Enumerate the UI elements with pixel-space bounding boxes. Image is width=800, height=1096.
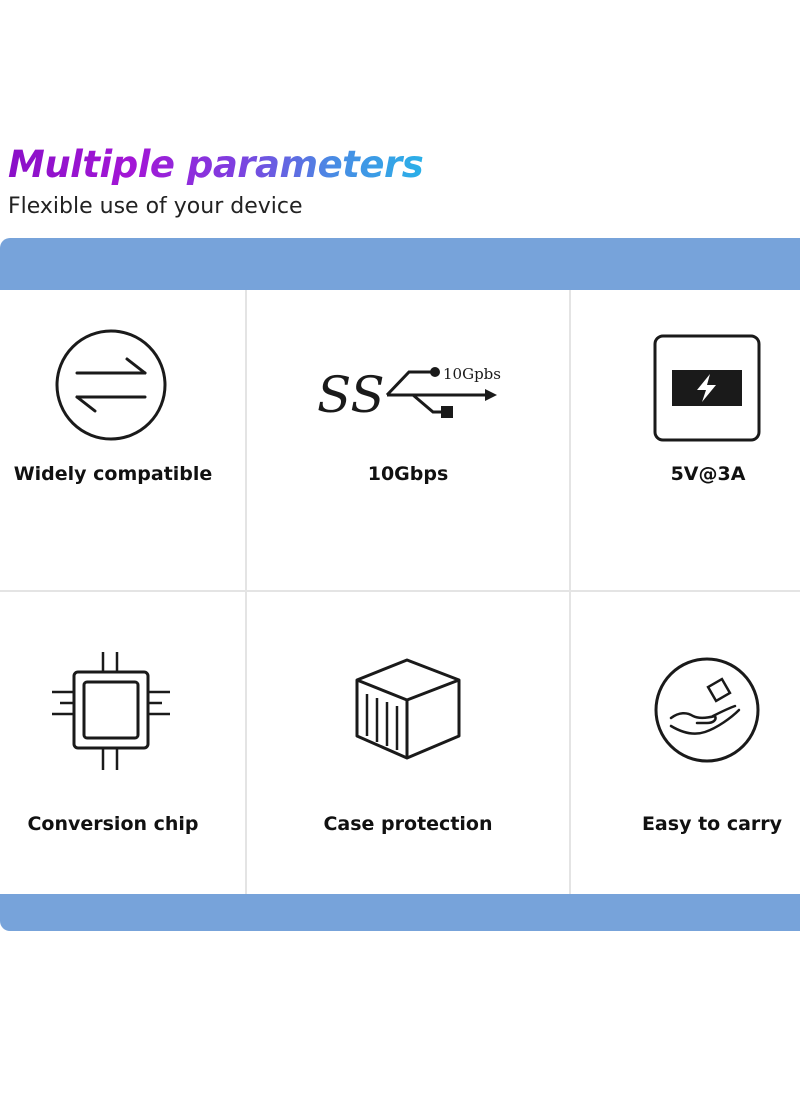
feature-label: 10Gbps	[367, 463, 449, 485]
usb-superspeed-icon: SS 10Gpbs	[317, 365, 501, 424]
feature-cell-conversion-chip: Conversion chip	[0, 592, 226, 894]
fast-charge-icon	[653, 334, 761, 442]
container-case-icon	[355, 658, 461, 760]
feature-cell-easy-to-carry: Easy to carry	[571, 592, 800, 894]
hand-holding-icon	[654, 657, 760, 763]
grid-divider-horizontal	[0, 590, 800, 592]
feature-cell-5v3a: 5V@3A	[571, 290, 800, 590]
bottom-band	[0, 894, 800, 931]
page-title: Multiple parameters	[8, 140, 424, 190]
superspeed-logo-text: SS	[317, 366, 385, 424]
speed-icon-text: 10Gpbs	[443, 365, 501, 383]
feature-label: 5V@3A	[670, 463, 746, 485]
page-subtitle: Flexible use of your device	[8, 194, 303, 219]
feature-cell-10gbps: SS 10Gpbs 10Gbps	[247, 290, 569, 590]
grid-divider-vertical	[245, 290, 247, 894]
features-grid: Widely compatible SS 10Gpbs 10Gbps 5V@3A	[0, 290, 800, 894]
feature-label: Case protection	[323, 813, 493, 835]
chip-icon	[52, 652, 170, 770]
swap-arrows-icon	[55, 329, 167, 441]
grid-divider-vertical	[569, 290, 571, 894]
feature-cell-case-protection: Case protection	[247, 592, 569, 894]
feature-label: Widely compatible	[13, 463, 213, 485]
top-band	[0, 238, 800, 290]
feature-cell-widely-compatible: Widely compatible	[0, 290, 226, 590]
feature-label: Conversion chip	[27, 813, 199, 835]
feature-label: Easy to carry	[641, 813, 783, 835]
